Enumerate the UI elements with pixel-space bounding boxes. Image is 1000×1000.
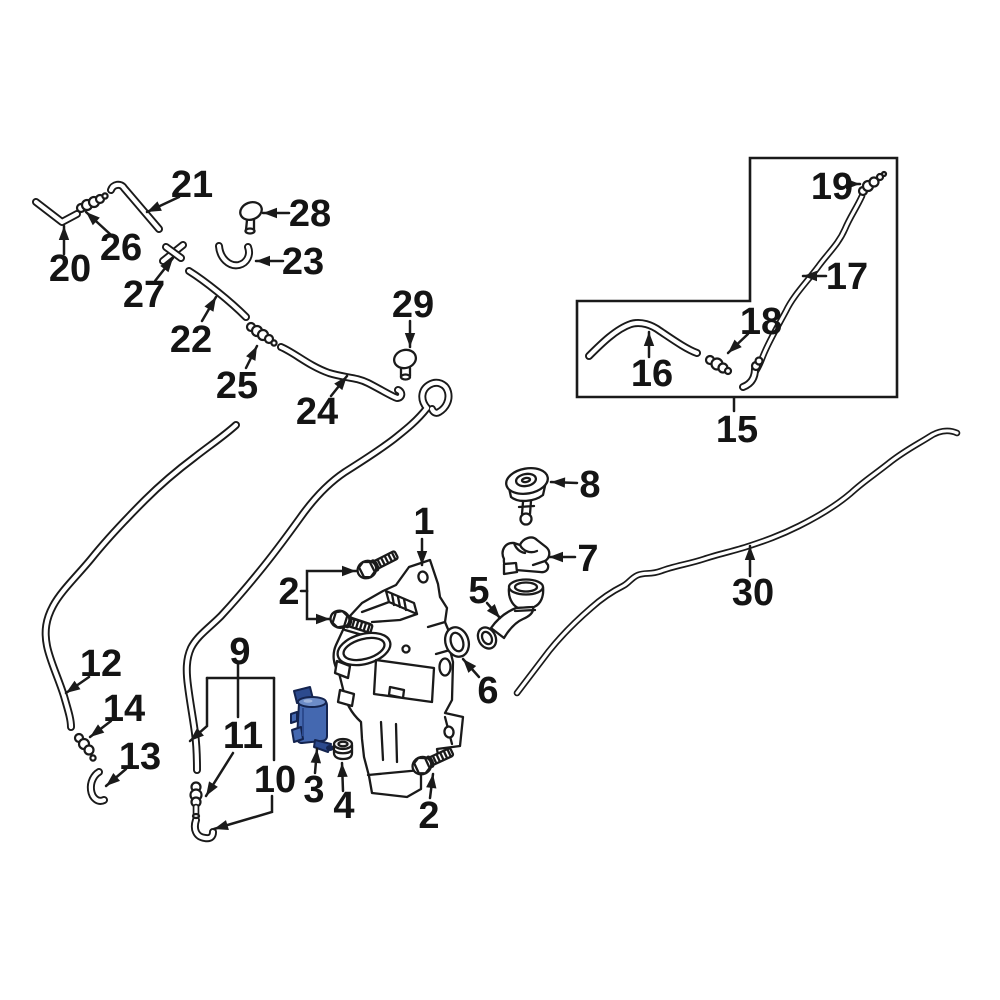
callout-label-2: 2 (278, 571, 299, 613)
callout-arrowhead-8 (551, 477, 566, 488)
callout-label-5: 5 (468, 570, 489, 612)
connector-25 (245, 321, 278, 347)
callout-arrowhead-17 (803, 270, 817, 282)
bolt-2-lower (411, 747, 455, 776)
part-6-seal-ring (443, 626, 471, 658)
callout-label-20: 20 (49, 248, 91, 290)
callout-arrowhead-26 (86, 212, 100, 226)
callout-label-27: 27 (123, 274, 165, 316)
callout-label-29: 29 (392, 284, 434, 326)
part-7-clamp (501, 536, 551, 576)
callout-label-23: 23 (282, 241, 324, 283)
callout-label-26: 26 (100, 227, 142, 269)
callout-arrowhead-2 (316, 613, 330, 625)
callout-label-4: 4 (333, 785, 354, 827)
callout-label-13: 13 (119, 736, 161, 778)
connector-19 (857, 170, 888, 197)
hose-20 (36, 202, 77, 222)
callout-arrowhead-10 (214, 820, 229, 831)
callout-arrowhead-3 (310, 749, 322, 764)
callout-arrowhead-27 (160, 258, 173, 273)
part-3-washer-pump (290, 686, 334, 753)
callout-arrowhead-24 (334, 376, 347, 391)
callout-arrowhead-7 (549, 551, 563, 563)
callout-arrowhead-14 (90, 724, 105, 737)
bolt-2-upper (356, 550, 399, 580)
hose-22 (189, 271, 246, 317)
callout-arrowhead-16 (643, 332, 655, 346)
hose-10 (195, 820, 213, 838)
hose-23 (219, 246, 249, 265)
part-5-filler-neck (476, 578, 545, 650)
callout-label-14: 14 (103, 688, 145, 730)
connector-27 (159, 241, 187, 265)
part-1-reservoir (332, 558, 465, 799)
callout-label-28: 28 (289, 193, 331, 235)
callout-arrowhead-5 (486, 604, 500, 618)
callout-label-19: 19 (811, 166, 853, 208)
bolt-2-mid (329, 609, 374, 634)
callout-label-2: 2 (418, 795, 439, 837)
callout-leaders (58, 178, 862, 831)
callout-arrowhead-28 (263, 207, 277, 219)
callout-label-21: 21 (171, 164, 213, 206)
connector-11 (189, 781, 203, 820)
callout-arrowhead-29 (404, 333, 416, 347)
callout-arrowhead-12 (66, 680, 81, 693)
callout-arrowhead-1 (416, 551, 428, 565)
callout-label-10: 10 (254, 759, 296, 801)
hose-21 (111, 185, 159, 229)
part-8-cap (505, 467, 549, 526)
callout-arrowhead-30 (744, 546, 756, 560)
callout-label-15: 15 (716, 409, 758, 451)
callout-arrowhead-6 (463, 659, 477, 673)
callout-label-24: 24 (296, 391, 338, 433)
connector-26 (75, 192, 109, 214)
callout-arrowhead-2 (426, 774, 437, 789)
callout-leader-10 (212, 794, 274, 831)
callout-arrowhead-19 (846, 178, 860, 190)
callout-arrowhead-20 (58, 226, 70, 240)
hose-13 (91, 772, 104, 801)
callout-arrowhead-22 (204, 297, 216, 312)
callout-arrowhead-4 (337, 763, 348, 778)
callout-label-3: 3 (303, 769, 324, 811)
part-4-grommet (332, 737, 354, 761)
inset-box-15 (575, 156, 899, 399)
callout-label-9: 9 (229, 631, 250, 673)
callout-label-6: 6 (477, 670, 498, 712)
callout-label-7: 7 (577, 538, 598, 580)
callout-label-1: 1 (413, 501, 434, 543)
callout-leader-2 (305, 569, 358, 593)
connector-18 (704, 354, 733, 376)
callout-label-17: 17 (826, 256, 868, 298)
connector-14 (73, 732, 97, 762)
callout-arrowhead-23 (256, 255, 270, 267)
callout-arrowhead-25 (246, 346, 257, 361)
callout-arrowhead-13 (106, 772, 121, 786)
elbow-fitting-18 (743, 356, 764, 388)
callout-arrowhead-2 (342, 565, 356, 577)
callout-label-25: 25 (216, 365, 258, 407)
nozzle-28 (239, 201, 263, 235)
callout-label-16: 16 (631, 353, 673, 395)
callout-label-18: 18 (740, 301, 782, 343)
callout-label-30: 30 (732, 572, 774, 614)
callout-label-8: 8 (579, 464, 600, 506)
callout-arrowhead-9 (190, 727, 204, 741)
callout-arrowhead-18 (728, 339, 742, 353)
callout-label-11: 11 (223, 715, 263, 757)
callout-label-22: 22 (170, 319, 212, 361)
nozzle-29 (392, 348, 418, 381)
callout-label-12: 12 (80, 643, 122, 685)
callout-arrowhead-11 (206, 781, 218, 796)
callout-arrowhead-21 (147, 201, 162, 212)
